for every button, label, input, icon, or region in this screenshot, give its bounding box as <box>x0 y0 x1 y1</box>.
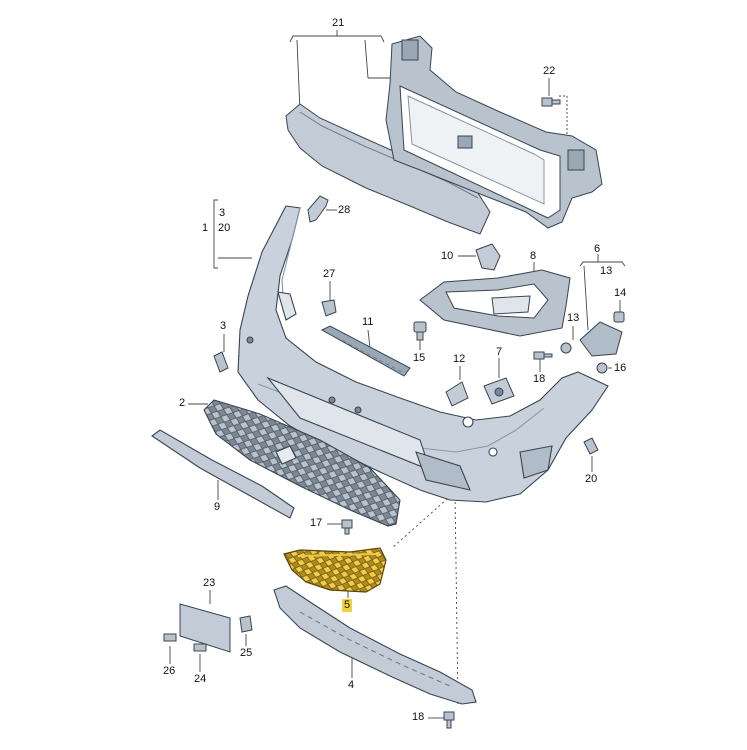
part-2-grille <box>203 399 401 527</box>
part-26-screw <box>163 633 177 642</box>
callout-15: 15 <box>413 352 426 364</box>
callout-27: 27 <box>323 268 336 280</box>
part-20-bracket <box>583 437 599 455</box>
callout-16: 16 <box>614 362 627 374</box>
callout-3-side: 3 <box>220 320 227 332</box>
callout-23: 23 <box>203 577 216 589</box>
part-10-holder <box>475 243 501 271</box>
part-12-cap <box>445 381 469 407</box>
part-15-clip <box>413 321 427 341</box>
part-18-bolt-upper <box>533 351 553 360</box>
part-1-bumper-cover <box>237 205 609 503</box>
callout-18: 18 <box>533 373 546 385</box>
callout-20: 20 <box>218 222 231 234</box>
part-9-strip <box>151 429 295 519</box>
part-3-side-bracket <box>213 351 229 373</box>
callout-4: 4 <box>348 679 355 691</box>
part-7-bracket <box>483 377 515 405</box>
callout-10: 10 <box>441 250 454 262</box>
callout-13-right: 13 <box>567 312 580 324</box>
callout-3: 3 <box>219 207 226 219</box>
part-17-bolt <box>341 519 353 535</box>
part-4-lower-spoiler <box>273 585 477 705</box>
callout-2: 2 <box>179 397 186 409</box>
callout-7: 7 <box>496 346 503 358</box>
part-21-crash-bar <box>285 35 603 235</box>
callout-5: 5 <box>342 599 353 612</box>
part-16-bolt <box>596 362 608 374</box>
part-24-screw <box>193 643 207 652</box>
part-18-bolt-lower <box>443 711 455 729</box>
part-11-trim-strip <box>320 325 411 377</box>
callout-1: 1 <box>202 222 209 234</box>
part-8-fog-bracket <box>419 269 571 337</box>
part-6-bracket <box>579 321 623 357</box>
callout-24: 24 <box>194 673 207 685</box>
callout-22: 22 <box>543 65 556 77</box>
part-5-grille-insert <box>283 547 387 593</box>
part-28-bracket <box>307 195 329 223</box>
callout-9: 9 <box>214 501 221 513</box>
part-13-nut <box>560 342 572 354</box>
callout-17: 17 <box>310 517 323 529</box>
part-22-bolt <box>541 97 561 107</box>
part-25-clip <box>239 615 253 633</box>
part-14-clip <box>613 311 625 323</box>
callout-18-bottom: 18 <box>412 711 425 723</box>
callout-25: 25 <box>240 647 253 659</box>
callout-21: 21 <box>332 17 345 29</box>
part-27-clip <box>321 299 337 317</box>
callout-20-right: 20 <box>585 473 598 485</box>
callout-6: 6 <box>594 243 601 255</box>
callout-26: 26 <box>163 665 176 677</box>
callout-13: 13 <box>600 265 613 277</box>
callout-12: 12 <box>453 353 466 365</box>
callout-8: 8 <box>530 250 537 262</box>
callout-28: 28 <box>338 204 351 216</box>
part-23-plate-bracket <box>179 603 231 653</box>
callout-14: 14 <box>614 287 627 299</box>
callout-11: 11 <box>362 316 374 328</box>
